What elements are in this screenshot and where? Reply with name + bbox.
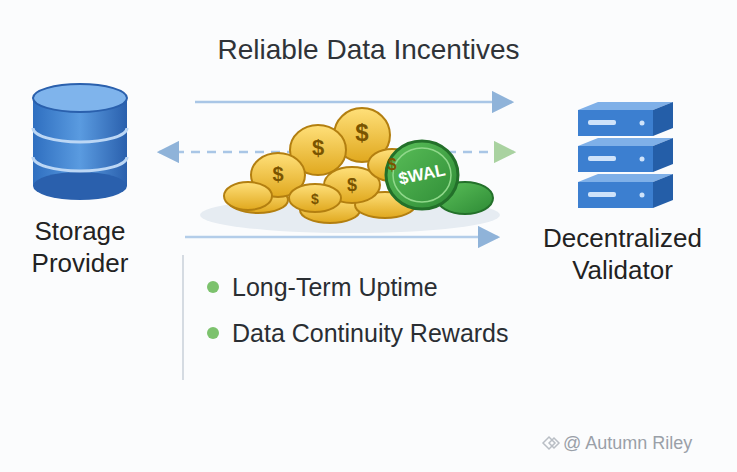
coin-symbol: $ bbox=[311, 191, 319, 207]
coin-pile bbox=[224, 108, 493, 223]
bullet-text: Long-Term Uptime bbox=[232, 273, 438, 302]
node-label: Decentralized Validator bbox=[520, 222, 725, 286]
bullet-dot bbox=[207, 281, 219, 293]
server-icon bbox=[558, 92, 688, 212]
node-label: Storage Provider bbox=[5, 215, 155, 279]
bullet-text: Data Continuity Rewards bbox=[232, 319, 509, 348]
coin-symbol: $ bbox=[388, 156, 397, 174]
bullet-dot bbox=[207, 327, 219, 339]
database-icon bbox=[25, 80, 135, 205]
divider bbox=[182, 255, 184, 380]
coin-symbol: $ bbox=[355, 119, 368, 147]
coin-symbol: $ bbox=[347, 175, 357, 196]
flow-arrow bbox=[185, 236, 498, 239]
coin-symbol: $ bbox=[272, 163, 283, 186]
watermark: @ Autumn Riley bbox=[563, 433, 692, 454]
flow-arrow bbox=[195, 101, 512, 104]
diagram-title: Reliable Data Incentives bbox=[0, 34, 737, 66]
coin-symbol: $ bbox=[312, 135, 324, 161]
watermark-icon bbox=[543, 437, 559, 449]
validator-node: Decentralized Validator bbox=[520, 92, 725, 286]
storage-node: Storage Provider bbox=[5, 80, 155, 279]
